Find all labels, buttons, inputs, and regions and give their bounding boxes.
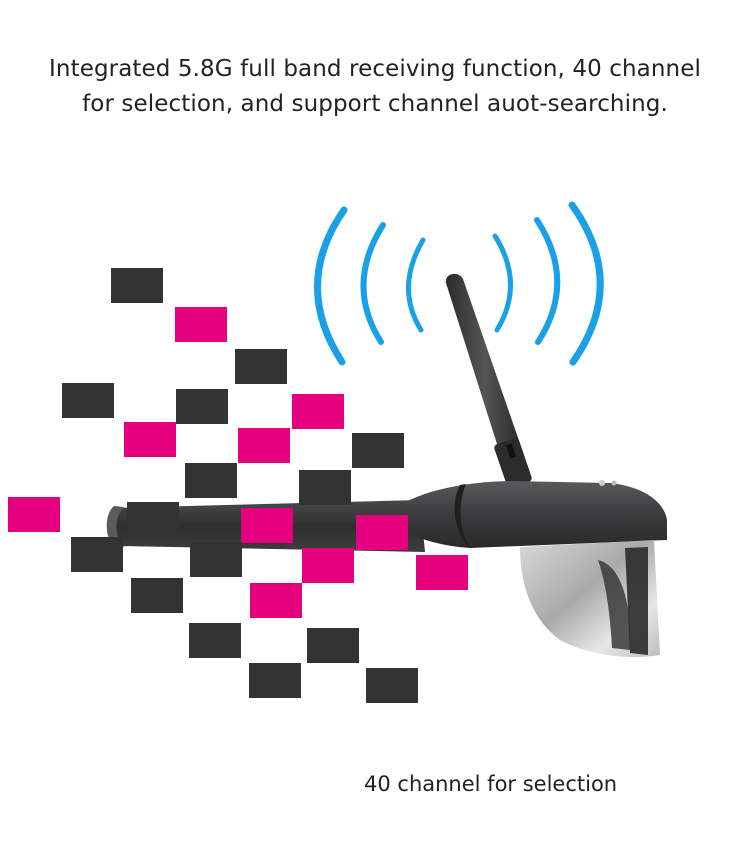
channel-block-dark xyxy=(111,268,163,303)
channel-block-dark xyxy=(235,349,287,384)
headline-line-1: Integrated 5.8G full band receiving func… xyxy=(49,56,701,82)
feature-caption: 40 channel for selection xyxy=(364,772,618,796)
channel-block-magenta xyxy=(250,583,302,618)
channel-block-dark xyxy=(366,668,418,703)
channel-block-dark xyxy=(190,542,242,577)
channel-block-dark xyxy=(299,470,351,505)
goggle-body xyxy=(400,480,667,658)
signal-wave-right-inner xyxy=(492,233,513,333)
headline-line-2: for selection, and support channel auot-… xyxy=(82,91,668,117)
channel-block-magenta xyxy=(302,548,354,583)
feature-headline: Integrated 5.8G full band receiving func… xyxy=(0,52,750,122)
channel-block-magenta xyxy=(238,428,290,463)
channel-block-dark xyxy=(307,628,359,663)
channel-block-dark xyxy=(249,663,301,698)
channel-block-dark xyxy=(176,389,228,424)
signal-wave-left-inner xyxy=(406,237,426,333)
antenna xyxy=(445,273,532,488)
channel-block-dark xyxy=(185,463,237,498)
channel-block-magenta xyxy=(124,422,176,457)
channel-block-dark xyxy=(189,623,241,658)
signal-wave-right-middle xyxy=(534,217,561,345)
signal-wave-left-outer xyxy=(314,206,348,366)
channel-block-magenta xyxy=(292,394,344,429)
channel-block-magenta xyxy=(175,307,227,342)
channel-block-dark xyxy=(352,433,404,468)
channel-block-magenta xyxy=(241,508,293,543)
channel-block-dark xyxy=(127,502,179,537)
signal-wave-right-outer xyxy=(568,201,604,366)
signal-waves xyxy=(314,201,604,366)
channel-block-dark xyxy=(71,537,123,572)
channel-block-dark xyxy=(131,578,183,613)
device-button-icon xyxy=(599,480,605,486)
channel-block-magenta xyxy=(416,555,468,590)
channel-block-dark xyxy=(62,383,114,418)
channel-blocks xyxy=(8,268,468,703)
signal-wave-left-middle xyxy=(360,222,386,345)
channel-block-magenta xyxy=(8,497,60,532)
channel-block-magenta xyxy=(356,515,408,550)
